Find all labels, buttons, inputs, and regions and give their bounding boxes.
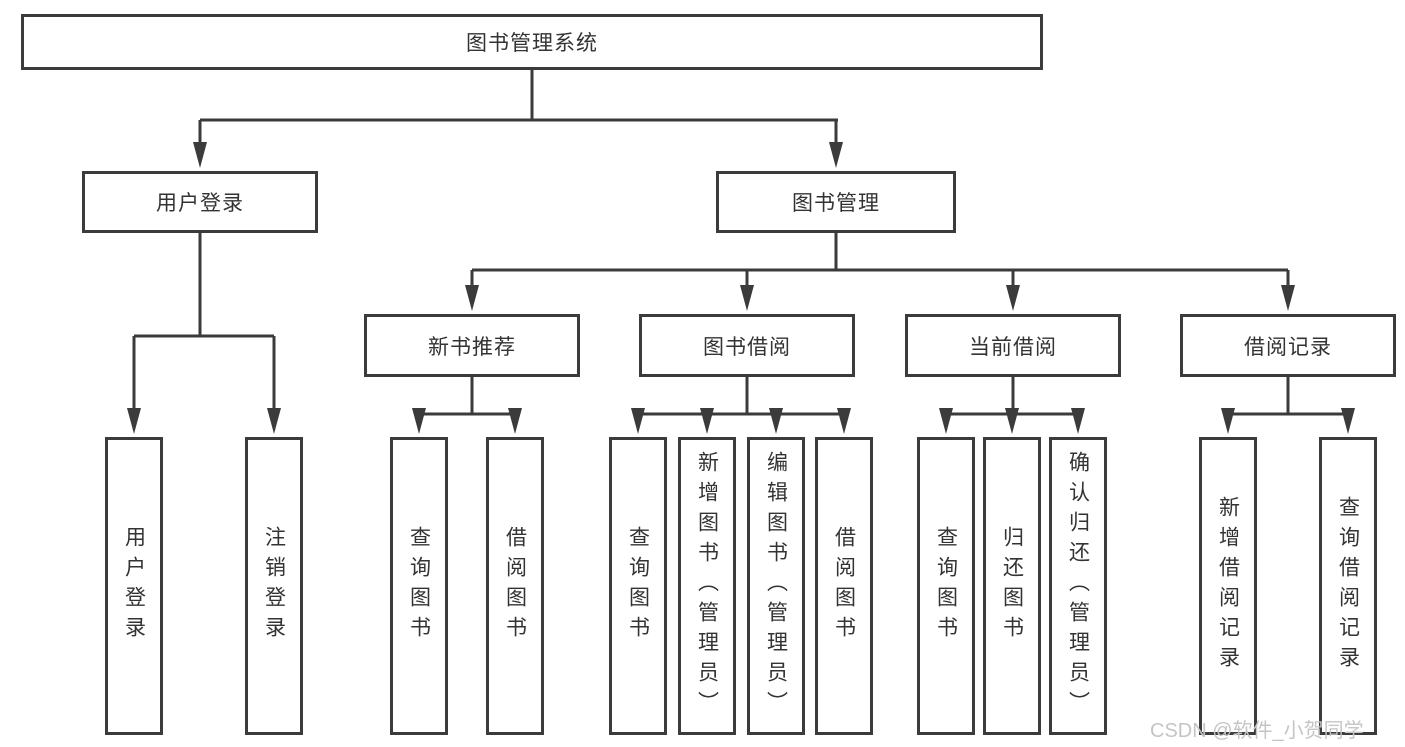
- leaf-label: 借阅图书: [503, 526, 527, 646]
- node-current-borrowing: 当前借阅: [905, 314, 1121, 377]
- leaf-label: 查询图书: [407, 526, 431, 646]
- arrowhead-icon: [1341, 408, 1355, 434]
- leaf-label: 新增图书（管理员）: [695, 451, 719, 721]
- leaf-label: 借阅图书: [832, 526, 856, 646]
- arrowhead-icon: [769, 408, 783, 434]
- arrowhead-icon: [740, 285, 754, 311]
- leaf-label: 编辑图书（管理员）: [764, 451, 788, 721]
- arrowhead-icon: [829, 142, 843, 168]
- arrowhead-icon: [193, 142, 207, 168]
- arrowhead-icon: [508, 408, 522, 434]
- leaf-return-books: 归还图书: [983, 437, 1041, 735]
- leaf-label: 注销登录: [262, 526, 286, 646]
- arrowhead-icon: [465, 285, 479, 311]
- leaf-query-borrow-record: 查询借阅记录: [1319, 437, 1377, 735]
- leaf-logout: 注销登录: [245, 437, 303, 735]
- leaf-add-books-admin: 新增图书（管理员）: [678, 437, 736, 735]
- leaf-label: 查询图书: [934, 526, 958, 646]
- node-book-management: 图书管理: [716, 171, 956, 233]
- leaf-label: 查询借阅记录: [1336, 496, 1360, 676]
- leaf-borrow-books: 借阅图书: [815, 437, 873, 735]
- leaf-add-borrow-record: 新增借阅记录: [1199, 437, 1257, 735]
- leaf-query-books-recommend: 查询图书: [390, 437, 448, 735]
- node-new-book-recommendation: 新书推荐: [364, 314, 580, 377]
- arrowhead-icon: [412, 408, 426, 434]
- leaf-label: 确认归还（管理员）: [1066, 451, 1090, 721]
- leaf-query-books-current: 查询图书: [917, 437, 975, 735]
- arrowhead-icon: [700, 408, 714, 434]
- arrowhead-icon: [939, 408, 953, 434]
- leaf-user-login: 用户登录: [105, 437, 163, 735]
- node-library-system: 图书管理系统: [21, 14, 1043, 70]
- node-user-login: 用户登录: [82, 171, 318, 233]
- leaf-edit-books-admin: 编辑图书（管理员）: [747, 437, 805, 735]
- leaf-label: 新增借阅记录: [1216, 496, 1240, 676]
- leaf-label: 查询图书: [626, 526, 650, 646]
- arrowhead-icon: [1281, 285, 1295, 311]
- arrowhead-icon: [837, 408, 851, 434]
- leaf-query-books-borrowing: 查询图书: [609, 437, 667, 735]
- leaf-borrow-books-recommend: 借阅图书: [486, 437, 544, 735]
- node-borrowing-records: 借阅记录: [1180, 314, 1396, 377]
- arrowhead-icon: [1071, 408, 1085, 434]
- watermark: CSDN @软件_小贺同学: [1150, 720, 1364, 742]
- node-book-borrowing: 图书借阅: [639, 314, 855, 377]
- arrowhead-icon: [631, 408, 645, 434]
- leaf-label: 归还图书: [1000, 526, 1024, 646]
- leaf-confirm-return-admin: 确认归还（管理员）: [1049, 437, 1107, 735]
- arrowhead-icon: [267, 408, 281, 434]
- arrowhead-icon: [1005, 408, 1019, 434]
- arrowhead-icon: [1006, 285, 1020, 311]
- leaf-label: 用户登录: [122, 526, 146, 646]
- arrowhead-icon: [1221, 408, 1235, 434]
- arrowhead-icon: [127, 408, 141, 434]
